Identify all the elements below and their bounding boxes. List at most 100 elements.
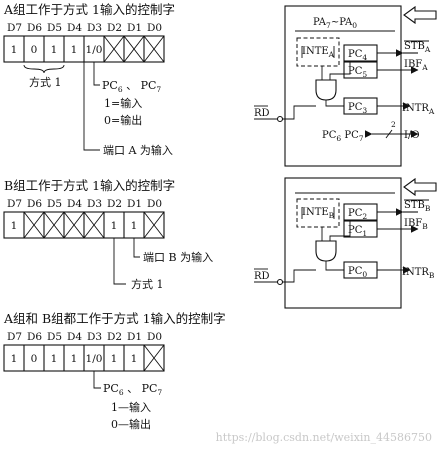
group-a-bit-5: D5 (47, 22, 62, 34)
port-b-pc2-wire (329, 220, 351, 241)
group-b-bit-5: D5 (47, 198, 62, 210)
port-b-stb-label: STBB (404, 200, 431, 213)
group-b-port-label: 端口 B 为输入 (143, 250, 213, 264)
port-b-rd-label: RD (254, 271, 270, 282)
port-b-ibf-label: IBFB (404, 218, 428, 231)
group-ab-one-label: 1—输入 (111, 400, 151, 414)
group-a-cell-6: 0 (31, 44, 38, 56)
group-ab-bit-6: D6 (27, 331, 42, 343)
port-a-ibf-label: IBFA (404, 59, 428, 72)
group-b-mode-label: 方式 1 (131, 277, 164, 291)
group-a-cell-4: 1 (71, 44, 78, 56)
port-b-inte-label: INTEB (302, 207, 335, 220)
group-b-cell-5-cross (43, 211, 65, 239)
group-a-mode-brace (23, 64, 65, 74)
group-a-port-label: 端口 A 为输入 (103, 143, 173, 157)
group-b-bit-6: D6 (27, 198, 42, 210)
group-a-bit-6: D6 (27, 22, 42, 34)
group-ab-bit-labels: D7 D6 D5 D4 D3 D2 D1 D0 (7, 331, 162, 343)
port-a-rd-wire (277, 105, 316, 120)
port-b-gate-output-wire (325, 261, 344, 271)
group-ab-title: A组和 B组都工作于方式 1输入的控制字 (3, 311, 226, 326)
group-a-register: 1 0 1 1 1/0 (3, 35, 165, 63)
group-a-bit-7: D7 (7, 22, 22, 34)
port-a-stb-label: STBA (404, 41, 431, 54)
group-ab-register: 1 0 1 1 1/0 1 1 (3, 344, 165, 372)
group-ab-cell-7: 1 (11, 353, 18, 365)
group-a-control-word: A组工作于方式 1输入的控制字 D7 D6 D5 D4 D3 D2 D1 D0 … (3, 2, 175, 157)
port-a-pc3-label: PC3 (348, 102, 367, 115)
port-b-pc0-label: PC0 (348, 266, 367, 279)
group-b-bit-4: D4 (67, 198, 82, 210)
port-b-pc2-label: PC2 (348, 208, 367, 221)
group-b-mode-leader (113, 238, 126, 285)
group-b-control-word: B组工作于方式 1输入的控制字 D7 D6 D5 D4 D3 D2 D1 D0 … (3, 178, 213, 291)
group-ab-bit-1: D1 (127, 331, 142, 343)
group-a-pc-leader (93, 62, 100, 86)
group-ab-bit-3: D3 (87, 331, 102, 343)
group-a-bit-2: D2 (107, 22, 122, 34)
group-a-cell-0-cross (143, 35, 165, 63)
port-a-rd-inverter-bubble (276, 115, 284, 123)
group-ab-cell-0-cross (143, 344, 165, 372)
port-b-chip-outline (284, 177, 402, 309)
group-ab-bit-5: D5 (47, 331, 62, 343)
group-a-bit-1: D1 (127, 22, 142, 34)
port-a-intr-label: INTRA (402, 103, 435, 116)
group-ab-control-word: A组和 B组都工作于方式 1输入的控制字 D7 D6 D5 D4 D3 D2 D… (3, 311, 226, 431)
group-ab-bit-0: D0 (147, 331, 162, 343)
group-b-title: B组工作于方式 1输入的控制字 (4, 178, 175, 193)
group-b-cell-4-cross (63, 211, 85, 239)
group-ab-bit-4: D4 (67, 331, 82, 343)
group-ab-pc-leader (93, 371, 101, 389)
port-a-chip-outline (284, 5, 402, 167)
group-ab-bit-2: D2 (107, 331, 122, 343)
group-a-cell-5: 1 (51, 44, 58, 56)
group-ab-cell-3: 1/0 (86, 353, 103, 365)
group-a-zero-label: 0=输出 (104, 113, 142, 127)
port-a-pc4-label: PC4 (348, 49, 367, 62)
port-b-rd-wire (277, 269, 316, 283)
group-b-bit-labels: D7 D6 D5 D4 D3 D2 D1 D0 (7, 198, 162, 210)
group-a-bit-3: D3 (87, 22, 102, 34)
group-b-cell-2: 1 (111, 220, 118, 232)
group-ab-cell-6: 0 (31, 353, 38, 365)
group-b-bit-2: D2 (107, 198, 122, 210)
port-b-block-diagram: INTEB PC2 PC1 STBB IBFB PC0 INTRB RD (254, 177, 437, 309)
port-a-gate-output-wire (325, 100, 344, 107)
group-ab-cell-4: 1 (71, 353, 78, 365)
group-a-mode-label: 方式 1 (29, 75, 62, 89)
group-b-cell-6-cross (23, 211, 45, 239)
port-a-block-diagram: PA7~PA0 INTEA PC4 PC5 STBA IBFA PC3 INTR… (254, 5, 437, 167)
port-b-rd-inverter-bubble (276, 278, 284, 286)
group-b-port-leader (133, 238, 140, 258)
group-ab-pc-line: PC6 、 PC7 (103, 382, 162, 397)
port-a-data-label: PA7~PA0 (313, 17, 357, 30)
port-b-pc1-label: PC1 (348, 225, 367, 238)
group-b-bit-3: D3 (87, 198, 102, 210)
group-ab-cell-2: 1 (111, 353, 118, 365)
group-ab-cell-1: 1 (131, 353, 138, 365)
group-a-cell-2-cross (103, 35, 125, 63)
group-b-bit-0: D0 (147, 198, 162, 210)
group-a-bit-labels: D7 D6 D5 D4 D3 D2 D1 D0 (7, 22, 162, 34)
group-a-port-leader (83, 62, 100, 151)
group-b-cell-7: 1 (11, 220, 18, 232)
group-b-cell-1: 1 (131, 220, 138, 232)
group-a-bit-0: D0 (147, 22, 162, 34)
watermark-text: https://blog.csdn.net/weixin_44586750 (216, 431, 432, 444)
group-ab-bit-7: D7 (7, 331, 22, 343)
group-ab-cell-5: 1 (51, 353, 58, 365)
group-a-one-label: 1=输入 (104, 96, 142, 110)
group-a-bit-4: D4 (67, 22, 82, 34)
port-a-io-slash (385, 129, 393, 139)
port-b-and-gate (315, 240, 337, 262)
group-a-pc-line: PC6 、 PC7 (102, 79, 161, 94)
port-a-inte-label: INTEA (302, 46, 335, 59)
port-b-input-arrow (403, 177, 437, 197)
group-b-bit-1: D1 (127, 198, 142, 210)
port-b-intr-label: INTRB (402, 267, 435, 280)
group-b-register: 1 1 1 (3, 211, 165, 239)
group-a-cell-7: 1 (11, 44, 18, 56)
